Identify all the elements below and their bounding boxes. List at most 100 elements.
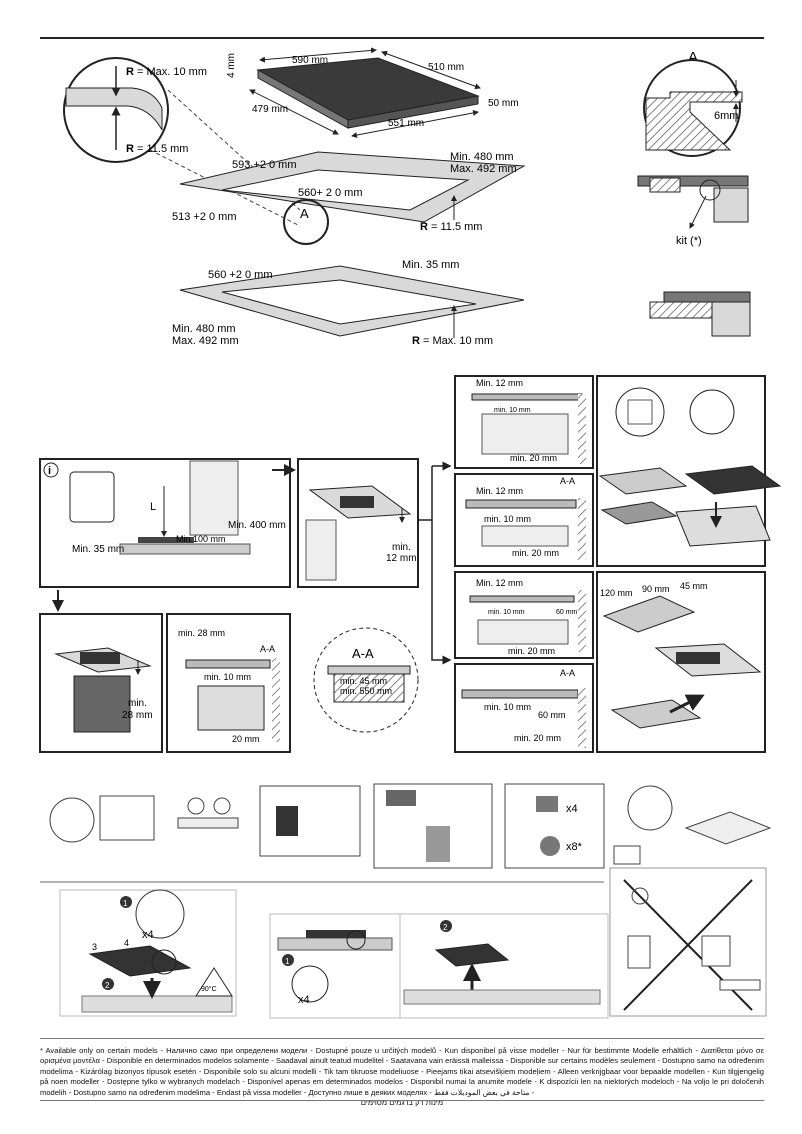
sect3-min10: min. 10 mm [488, 609, 525, 616]
oven-28: 28 mm [122, 710, 153, 721]
radius-detail: R = Max. 10 mm R = 11.5 mm [63, 57, 301, 227]
min-480-b: Min. 480 mm [172, 323, 236, 335]
parts-x8: x8* [566, 841, 583, 853]
sect2-min12: Min. 12 mm [476, 486, 523, 496]
section-frame-2: Min. 12 mm A-A min. 10 mm min. 20 mm [454, 473, 594, 567]
kitchen-min100: Min.100 mm [176, 534, 226, 544]
sect3-min12: Min. 12 mm [476, 578, 523, 588]
sect1-min12: Min. 12 mm [476, 378, 523, 388]
info-icon: i [48, 465, 51, 477]
step-left-x4: x4 [142, 929, 154, 941]
step-left-temp: 90°C [201, 985, 217, 993]
kitchen-frame: i L Min. 400 mm Min.100 mm Min. 35 mm [39, 458, 291, 588]
step-right-1: 1 [285, 957, 290, 966]
r-label-a: R [420, 221, 428, 233]
panel-90: 90 mm [642, 584, 670, 594]
section-frame-4: A-A min. 10 mm 60 mm min. 20 mm [454, 663, 594, 753]
sect4-aa: A-A [560, 668, 575, 678]
svg-text:R = 11.5 mm: R = 11.5 mm [126, 143, 188, 155]
panel-45: 45 mm [680, 581, 708, 591]
max-492-a: Max. 492 mm [450, 163, 517, 175]
min-35-b: Min. 35 mm [402, 259, 459, 271]
kit-label: kit (*) [676, 235, 702, 247]
panel-frame: 120 mm 90 mm 45 mm [596, 571, 766, 753]
dim-590: 590 mm [292, 55, 328, 66]
aa-circle-min45: min. 45 mm [340, 676, 387, 686]
counter-frame: min. 12 mm [297, 458, 419, 588]
detail-a-title: A [688, 49, 698, 66]
aa-left-title: A-A [260, 644, 275, 654]
max-492-b: Max. 492 mm [172, 335, 239, 347]
r-text-b: = Max. 10 mm [423, 335, 493, 347]
dim-479: 479 mm [252, 104, 288, 115]
cutout-1: A 593 +2 0 mm 560+ 2 0 mm 513 +2 0 mm Mi… [172, 151, 526, 245]
parts-row: x4 x8* [49, 783, 772, 869]
kitchen-l: L [150, 501, 156, 513]
aa-left-min28: min. 28 mm [178, 628, 225, 638]
aa-circle-min550: min. 550 mm [340, 686, 392, 696]
footer-hebrew: מינות רק בדגמים מסוימים [360, 1098, 444, 1108]
dim-50: 50 mm [488, 98, 519, 109]
step-left-frame: 1 x4 3 4 2 90°C [59, 889, 237, 1017]
min-480-a: Min. 480 mm [450, 151, 514, 163]
hob-outline: 590 mm 510 mm 4 mm 479 mm 551 mm 50 mm [226, 47, 519, 139]
step-right-2: 2 [443, 923, 448, 932]
step-right-frame: 1 x4 2 [269, 913, 609, 1019]
radius-bottom-text: = 11.5 mm [137, 143, 188, 155]
kitchen-min400: Min. 400 mm [228, 520, 286, 531]
counter-12: 12 mm [386, 553, 417, 564]
sect1-min20: min. 20 mm [510, 453, 557, 463]
electrical-warning-frame [609, 867, 767, 1017]
section-frame-1: Min. 12 mm min. 10 mm min. 20 mm [454, 375, 594, 469]
sect4-min20: min. 20 mm [514, 733, 561, 743]
radius-top-text: = Max. 10 mm [137, 66, 207, 78]
aa-left-20: 20 mm [232, 734, 260, 744]
panel-120: 120 mm [600, 588, 633, 598]
aa-circle: A-A min. 45 mm min. 550 mm [313, 627, 419, 733]
sect2-aa: A-A [560, 476, 575, 486]
kitchen-min35: Min. 35 mm [72, 544, 124, 555]
counter-min: min. [392, 542, 411, 553]
dim-560-a: 560+ 2 0 mm [298, 187, 363, 199]
r-label-b: R [412, 335, 420, 347]
step-left-1: 1 [123, 899, 128, 908]
dim-593: 593 +2 0 mm [232, 159, 297, 171]
radius-top-r: R [126, 66, 134, 78]
step-left-3: 3 [92, 942, 97, 952]
sect2-min20: min. 20 mm [512, 548, 559, 558]
aa-circle-title: A-A [352, 646, 374, 661]
dim-513: 513 +2 0 mm [172, 211, 237, 223]
r-text-a: = 11.5 mm [431, 221, 482, 233]
dim-4: 4 mm [226, 53, 237, 78]
footer-disclaimer: * Available only on certain models - Нал… [40, 1046, 764, 1108]
top-rule [40, 37, 764, 39]
sect3-60: 60 mm [556, 609, 578, 616]
oven-frame: min. 28 mm [39, 613, 163, 753]
sect1-min10: min. 10 mm [494, 407, 531, 414]
install-steps-frame [596, 375, 782, 567]
footer-text: * Available only on certain models - Нал… [40, 1046, 764, 1097]
installation-diagram: R = Max. 10 mm R = 11.5 mm 590 mm 510 mm… [39, 47, 782, 1019]
aa-left-min10: min. 10 mm [204, 672, 251, 682]
step-left-2: 2 [105, 981, 110, 990]
oven-min: min. [128, 698, 147, 709]
cutout-2: 560 +2 0 mm Min. 35 mm Min. 480 mm Max. … [172, 259, 525, 347]
sect4-min10: min. 10 mm [484, 702, 531, 712]
aa-left-frame: min. 28 mm A-A min. 10 mm 20 mm [166, 613, 291, 753]
bottom-rule [40, 1100, 764, 1101]
detail-a: A 6mm kit (*) [637, 49, 751, 337]
dim-510: 510 mm [428, 62, 464, 73]
marker-a: A [300, 206, 309, 221]
step-left-4: 4 [124, 938, 129, 948]
radius-bottom-r: R [126, 143, 134, 155]
detail-a-6mm: 6mm [714, 110, 738, 122]
svg-text:R = Max. 10 mm: R = Max. 10 mm [412, 335, 493, 347]
footer-rule [40, 1038, 764, 1039]
svg-text:R = 11.5 mm: R = 11.5 mm [420, 221, 482, 233]
sect3-min20: min. 20 mm [508, 646, 555, 656]
section-frame-3: Min. 12 mm min. 10 mm 60 mm min. 20 mm [454, 571, 594, 659]
svg-text:R = Max. 10 mm: R = Max. 10 mm [126, 66, 207, 78]
dim-560-b: 560 +2 0 mm [208, 269, 273, 281]
parts-x4: x4 [566, 803, 578, 815]
sect4-60: 60 mm [538, 710, 566, 720]
